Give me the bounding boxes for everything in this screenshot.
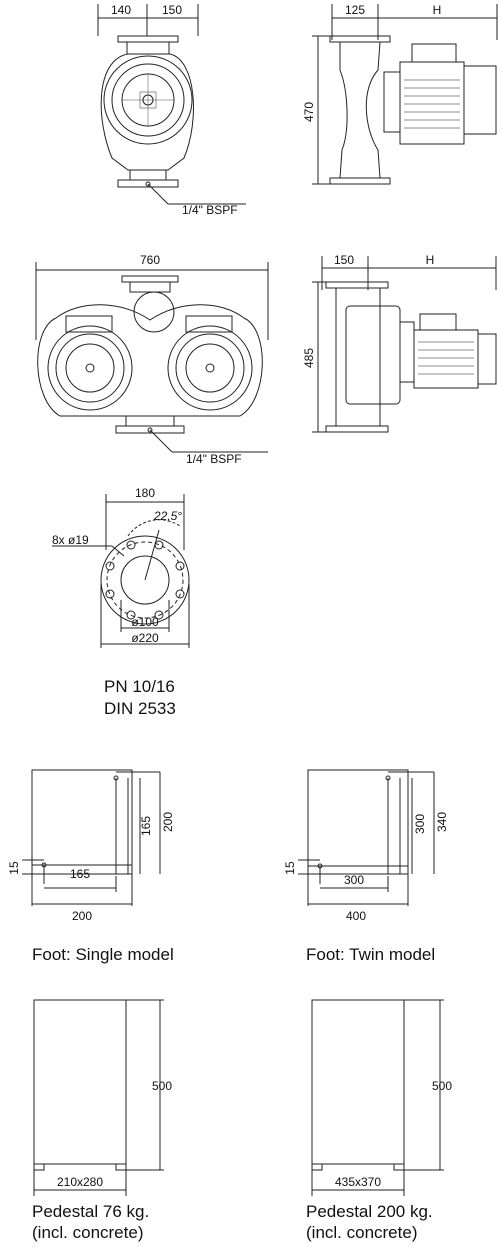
dim-outer: ø220 (131, 631, 159, 645)
pedestal-twin-caption-note: (incl. concrete) (306, 1223, 418, 1242)
dim-125: 125 (345, 3, 365, 17)
dim-15: 15 (7, 861, 21, 875)
dim-485: 485 (302, 348, 316, 368)
port-label: 1/4" BSPF (186, 452, 242, 466)
dim-holes: 8x ø19 (52, 533, 89, 547)
dim-470: 470 (302, 102, 316, 122)
foot-single-caption: Foot: Single model (32, 945, 174, 964)
dim-angle: 22,5° (153, 509, 182, 523)
dim-180: 180 (135, 486, 155, 500)
dim-300-w: 300 (344, 873, 364, 887)
dim-h: H (433, 3, 442, 17)
foot-single-drawing: 165 200 165 200 15 (7, 769, 175, 923)
foot-twin-caption: Foot: Twin model (306, 945, 436, 964)
port-label: 1/4" BSPF (182, 203, 238, 217)
dim-200-w: 200 (72, 909, 92, 923)
dim-bore: ø100 (131, 615, 159, 629)
pedestal-single-drawing: 500 210x280 (33, 999, 172, 1196)
flange-caption-din: DIN 2533 (104, 699, 176, 718)
dim-340-h: 340 (435, 812, 449, 832)
pedestal-twin-drawing: 500 435x370 (311, 999, 452, 1196)
flange-caption-standard: PN 10/16 (104, 677, 175, 696)
dim-165-w: 165 (70, 867, 90, 881)
pedestal-single-caption-note: (incl. concrete) (32, 1223, 144, 1242)
dim-150: 150 (162, 3, 182, 17)
dim-base: 210x280 (57, 1175, 103, 1189)
dim-400-w: 400 (346, 909, 366, 923)
foot-twin-drawing: 300 400 300 340 15 (283, 769, 449, 923)
pedestal-twin-caption-weight: Pedestal 200 kg. (306, 1202, 433, 1221)
single-pump-front-view: 140 150 1/4" BSPF (97, 3, 246, 217)
flange-detail: 180 22,5° 8x ø19 ø100 ø220 (52, 486, 190, 648)
dim-15: 15 (283, 861, 297, 875)
pedestal-single-caption-weight: Pedestal 76 kg. (32, 1202, 150, 1221)
dim-300-h: 300 (413, 814, 427, 834)
dim-base: 435x370 (335, 1175, 381, 1189)
dim-500: 500 (432, 1079, 452, 1093)
dim-200-h: 200 (161, 812, 175, 832)
dim-140: 140 (111, 3, 131, 17)
dim-150: 150 (334, 253, 354, 267)
dim-h: H (426, 253, 435, 267)
dim-500: 500 (152, 1079, 172, 1093)
dim-760: 760 (140, 253, 160, 267)
dim-165-h: 165 (139, 816, 153, 836)
twin-pump-side-view: 150 H 485 (302, 253, 497, 433)
single-pump-side-view: 125 H 470 (302, 3, 498, 185)
twin-pump-front-view: 760 1/4" BSPF (35, 253, 269, 466)
